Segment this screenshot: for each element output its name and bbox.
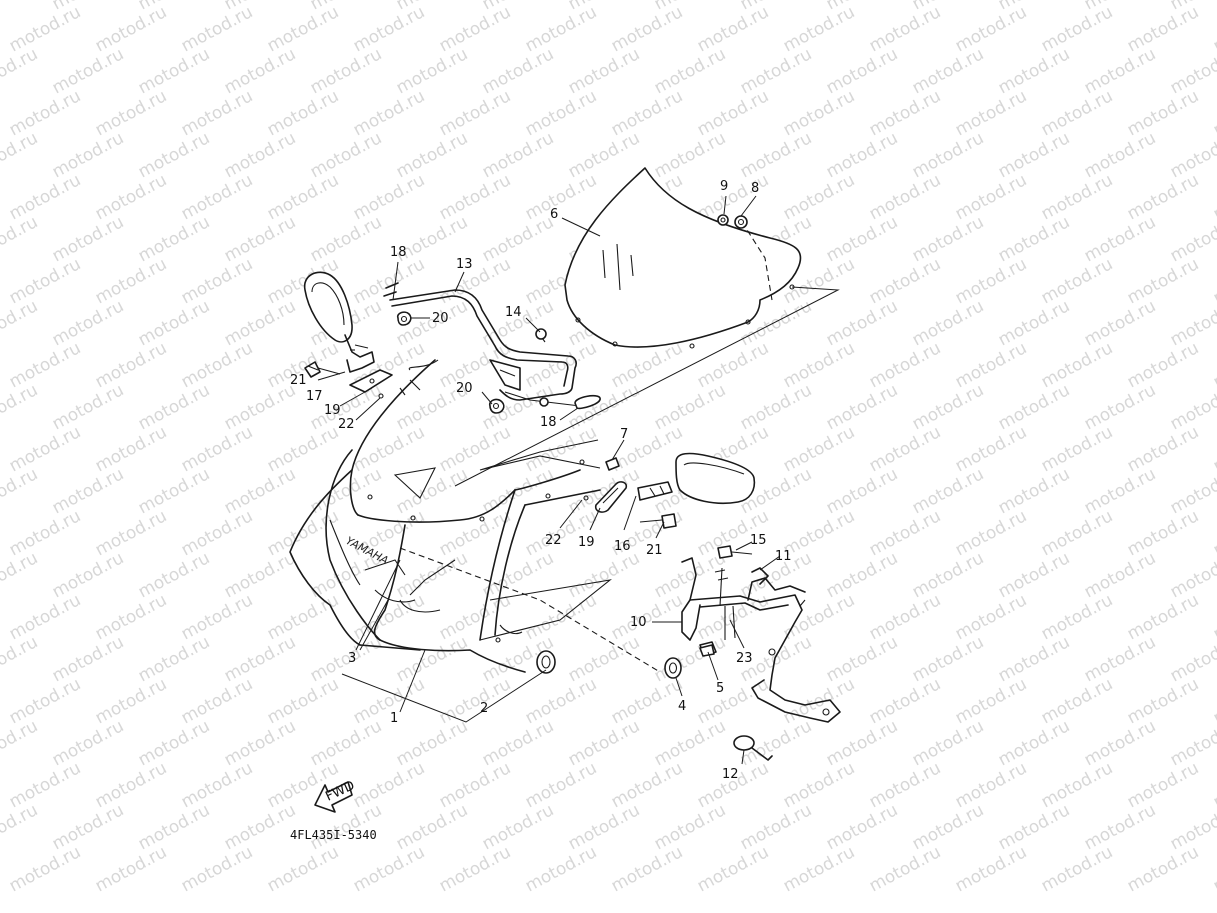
- grommet-upper: [396, 311, 412, 326]
- mirror-left: [303, 271, 375, 373]
- callout-11: 11: [775, 549, 792, 564]
- leader-lines: [307, 195, 781, 765]
- callout-18-lower: 18: [540, 415, 557, 430]
- callout-labels: 1 2 3 4 5 6 7 8 9 10 11 12 13 14 15 16 1…: [290, 179, 792, 782]
- mirror-gasket-left: [349, 369, 393, 393]
- grommet-4: [664, 657, 682, 679]
- callout-7: 7: [620, 427, 628, 442]
- callout-19-left: 19: [324, 403, 341, 418]
- callout-4: 4: [678, 699, 686, 714]
- callout-9: 9: [720, 179, 728, 194]
- callout-22-right: 22: [545, 533, 562, 548]
- callout-18-upper: 18: [390, 245, 407, 260]
- callout-14: 14: [505, 305, 522, 320]
- collar-5: [699, 644, 715, 657]
- windscreen-screw: [717, 214, 729, 226]
- nut-left: [378, 393, 384, 399]
- mirror-bolt-left: [304, 361, 341, 378]
- callout-20-lower: 20: [456, 381, 473, 396]
- callout-13: 13: [456, 257, 473, 272]
- callout-12: 12: [722, 767, 739, 782]
- callout-21-right: 21: [646, 543, 663, 558]
- callout-2: 2: [480, 701, 488, 716]
- cowling-edge: [408, 359, 439, 371]
- grommet-2: [536, 650, 556, 674]
- windscreen: [454, 167, 840, 487]
- mirror-right: [637, 452, 756, 505]
- callout-16: 16: [614, 539, 631, 554]
- callout-20-upper: 20: [432, 311, 449, 326]
- callout-23: 23: [736, 651, 753, 666]
- part-code: 4FL435I-5340: [290, 828, 377, 842]
- callout-10: 10: [630, 615, 647, 630]
- bolt-15: [717, 545, 753, 559]
- clip-11: [751, 567, 769, 585]
- callout-5: 5: [716, 681, 724, 696]
- callout-3: 3: [348, 651, 356, 666]
- fairing-stay-bracket: [383, 282, 601, 410]
- callout-6: 6: [550, 207, 558, 222]
- callout-21-left: 21: [290, 373, 307, 388]
- callout-15: 15: [750, 533, 767, 548]
- grommet-lower: [488, 398, 505, 414]
- callout-8: 8: [751, 181, 759, 196]
- callout-1: 1: [390, 711, 398, 726]
- callout-17: 17: [306, 389, 323, 404]
- callout-22-left: 22: [338, 417, 355, 432]
- callout-19-right: 19: [578, 535, 595, 550]
- windscreen-washer: [734, 215, 748, 229]
- mirror-gasket-right: [594, 481, 628, 513]
